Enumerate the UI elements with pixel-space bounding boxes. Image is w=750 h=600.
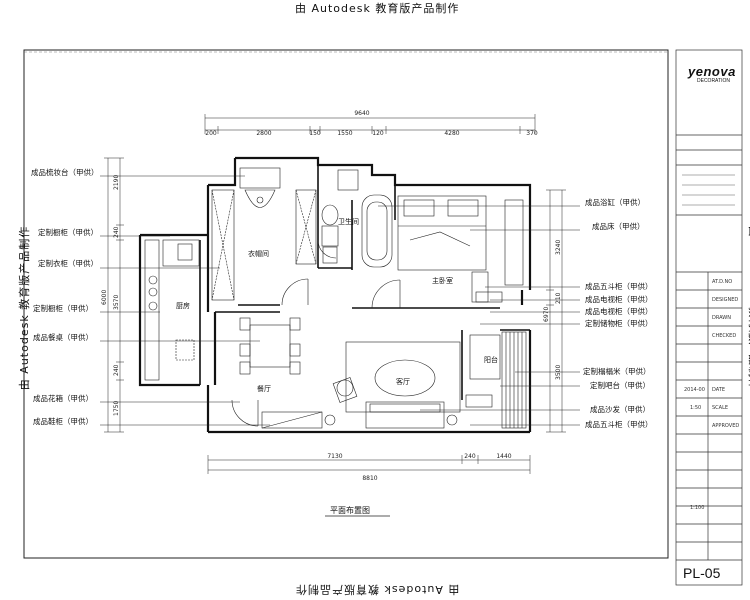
label-right-6: 定制储物柜（甲供） [585, 318, 653, 328]
tb-field-6: SCALE [712, 405, 728, 411]
vanity-table [244, 189, 276, 208]
tb-field-5: DATE [712, 387, 725, 393]
label-left-2: 定制橱柜（甲供） [38, 227, 98, 237]
company-logo: yenova [688, 64, 736, 79]
sheet-number: PL-05 [683, 565, 721, 581]
tb-scale: 1:50 [690, 405, 701, 411]
dining-table [239, 317, 301, 375]
bed [397, 195, 524, 303]
title-block-text: AT.D.NO DESIGNED DRAWN CHECKED DATE SCAL… [684, 279, 739, 511]
bathroom-fixtures [321, 169, 393, 268]
dim-right-4: 6970 [543, 307, 550, 322]
sheet-border [23, 49, 669, 559]
room-kitchen: 厨房 [176, 301, 190, 310]
tb-field-1: AT.D.NO [712, 279, 732, 285]
balcony-tatami [465, 331, 527, 429]
dim-top-seg-1: 200 [205, 130, 217, 137]
dimension-text: 9640 200 2800 150 1550 120 4280 370 7130… [101, 110, 562, 482]
room-dining: 餐厅 [257, 384, 271, 393]
dim-bottom-seg-3: 1440 [496, 453, 511, 460]
living-furniture [324, 341, 461, 429]
leader-lines-left [100, 175, 270, 426]
dim-top-seg-7: 370 [526, 130, 538, 137]
label-left-6: 成品花箱（甲供） [33, 393, 93, 403]
interior-walls [199, 165, 530, 400]
label-right-10: 成品五斗柜（甲供） [585, 419, 653, 429]
label-left-4: 定制橱柜（甲供） [33, 303, 93, 313]
label-left-1: 成品梳妆台（甲供） [31, 167, 99, 177]
dim-bottom-total: 8810 [362, 475, 377, 482]
label-left-3: 定制衣柜（甲供） [38, 258, 98, 268]
label-left-7: 成品鞋柜（甲供） [33, 416, 93, 426]
dim-top-seg-2: 2800 [256, 130, 271, 137]
label-right-4: 成品电视柜（甲供） [585, 294, 653, 304]
room-bath: 卫生间 [338, 217, 359, 226]
tb-field-8: 1:100 [690, 505, 704, 511]
label-right-1: 成品浴缸（甲供） [585, 197, 645, 207]
labels-left: 成品梳妆台（甲供） 定制橱柜（甲供） 定制衣柜（甲供） 定制橱柜（甲供） 成品餐… [31, 167, 99, 426]
room-master: 主卧室 [432, 276, 453, 285]
label-right-5: 成品电视柜（甲供） [585, 306, 653, 316]
label-right-7: 定制榻榻米（甲供） [583, 366, 651, 376]
exterior-walls [138, 156, 532, 434]
tb-field-7: APPROVED [712, 423, 739, 429]
room-labels: 衣帽间 卫生间 主卧室 厨房 餐厅 客厅 阳台 [176, 217, 498, 393]
label-left-5: 成品餐桌（甲供） [33, 332, 93, 342]
title-block-frame [675, 49, 743, 586]
label-right-9: 成品沙发（甲供） [590, 404, 650, 414]
drawing-title: 平面布置图 [330, 505, 370, 515]
tb-field-2: DESIGNED [712, 297, 738, 303]
leader-lines-right [378, 205, 580, 426]
room-living: 客厅 [396, 377, 410, 386]
tb-field-4: CHECKED [712, 333, 736, 339]
dim-right-3: 3500 [555, 365, 562, 380]
dim-left-1: 2190 [113, 175, 120, 190]
tb-date: 2014-00 [684, 387, 705, 393]
walkin-closet-shelves [211, 167, 317, 301]
dim-left-6: 1750 [113, 401, 120, 416]
dim-top-seg-3: 150 [309, 130, 321, 137]
watermark-top: 由 Autodesk 教育版产品制作 [295, 2, 460, 15]
dim-left-5: 240 [113, 364, 120, 376]
dim-left-4: 6000 [101, 290, 108, 305]
dim-top-seg-4: 1550 [337, 130, 352, 137]
room-walkin: 衣帽间 [248, 249, 269, 258]
label-right-3: 成品五斗柜（甲供） [585, 281, 653, 291]
dim-top-total: 9640 [354, 110, 369, 117]
door-swings [231, 239, 401, 427]
tb-field-3: DRAWN [712, 315, 731, 321]
dim-left-2: 240 [113, 226, 120, 238]
room-balcony: 阳台 [484, 355, 498, 364]
dim-bottom-seg-1: 7130 [327, 453, 342, 460]
entry-cabinets [261, 411, 323, 429]
dim-left-3: 3570 [113, 295, 120, 310]
kitchen-cabinets [144, 239, 200, 381]
dim-bottom-seg-2: 240 [464, 453, 476, 460]
label-right-8: 定制吧台（甲供） [590, 380, 650, 390]
dim-right-1: 3240 [555, 240, 562, 255]
labels-right: 成品浴缸（甲供） 成品床（甲供） 成品五斗柜（甲供） 成品电视柜（甲供） 成品电… [583, 197, 653, 429]
dim-right-2: 210 [555, 292, 562, 304]
dim-top-seg-6: 4280 [444, 130, 459, 137]
company-logo-sub: DECORATION [697, 78, 730, 84]
label-right-2: 成品床（甲供） [592, 221, 645, 231]
dimension-lines [104, 114, 566, 474]
dim-top-seg-5: 120 [372, 130, 384, 137]
